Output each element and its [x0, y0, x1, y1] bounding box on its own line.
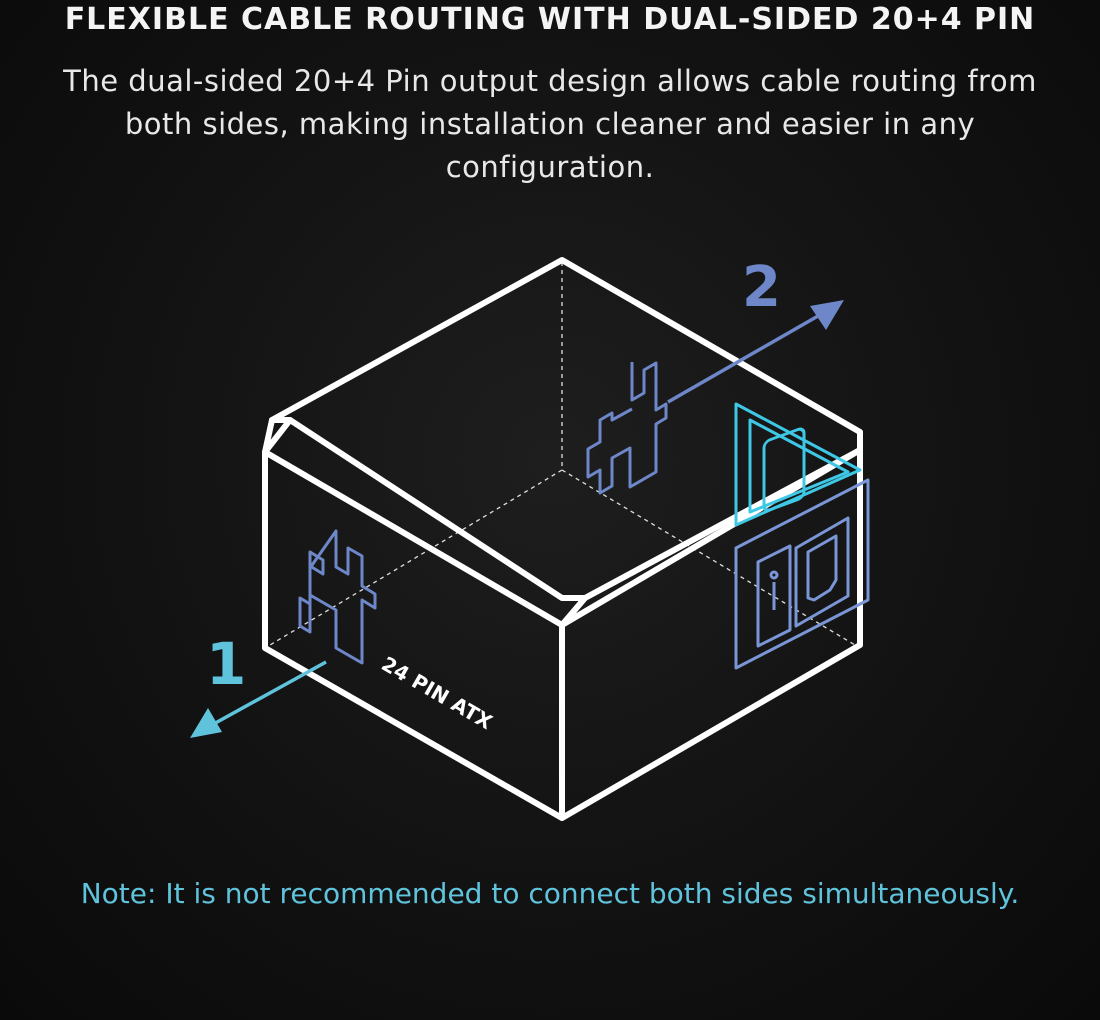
psu-diagram: 24 PIN ATX 1 2 [190, 255, 870, 821]
arrow-2: 2 [667, 255, 844, 404]
power-switch-icon [734, 478, 870, 670]
page-title: FLEXIBLE CABLE ROUTING WITH DUAL-SIDED 2… [64, 2, 1036, 37]
arrow-1: 1 [190, 630, 327, 738]
connector-icon [298, 529, 377, 665]
arrow-1-label: 1 [206, 630, 246, 698]
power-socket-icon [734, 402, 862, 527]
warning-note: Note: It is not recommended to connect b… [80, 877, 1020, 910]
psu-box-outline [262, 257, 863, 821]
arrow-2-label: 2 [742, 255, 781, 320]
page-description: The dual-sided 20+4 Pin output design al… [63, 64, 1037, 184]
connector-icon [586, 361, 668, 495]
